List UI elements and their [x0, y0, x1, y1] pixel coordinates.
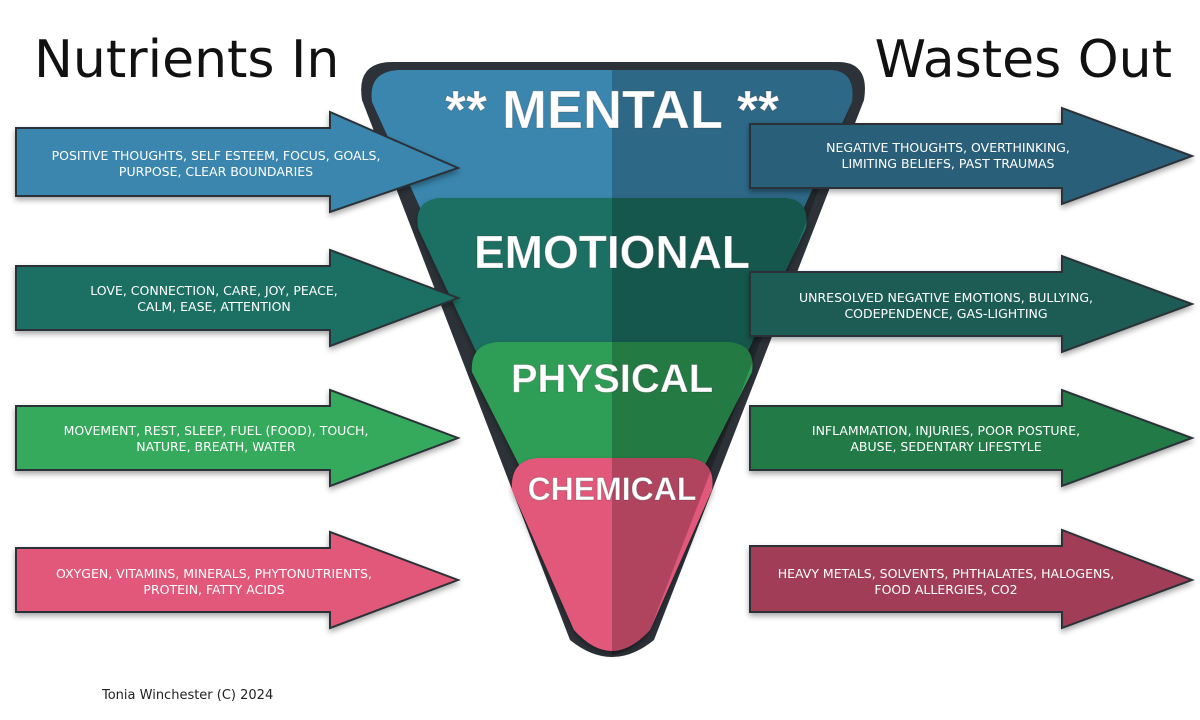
output-arrow-physical: [749, 388, 1195, 488]
output-physical-line1: INFLAMMATION, INJURIES, POOR POSTURE,: [812, 423, 1080, 438]
input-chemical-line1: OXYGEN, VITAMINS, MINERALS, PHYTONUTRIEN…: [56, 566, 372, 581]
output-arrow-emotional: [749, 254, 1195, 354]
funnel-shade-overlay: [612, 70, 853, 655]
output-arrow-chemical: [749, 528, 1195, 630]
wastes-out-heading: Wastes Out: [874, 30, 1172, 90]
output-physical-line2: ABUSE, SEDENTARY LIFESTYLE: [850, 439, 1041, 454]
layer-title-emotional: EMOTIONAL: [474, 226, 750, 278]
output-mental-line2: LIMITING BELIEFS, PAST TRAUMAS: [842, 156, 1055, 171]
input-arrow-emotional: [15, 248, 461, 348]
copyright-credit: Tonia Winchester (C) 2024: [102, 688, 274, 703]
input-emotional-line1: LOVE, CONNECTION, CARE, JOY, PEACE,: [90, 283, 338, 298]
output-arrows: [749, 106, 1195, 630]
input-physical-line2: NATURE, BREATH, WATER: [136, 439, 296, 454]
input-emotional-line2: CALM, EASE, ATTENTION: [137, 299, 291, 314]
input-physical-line1: MOVEMENT, REST, SLEEP, FUEL (FOOD), TOUC…: [64, 423, 369, 438]
output-arrow-mental: [749, 106, 1195, 206]
layer-title-physical: PHYSICAL: [511, 357, 713, 401]
input-arrow-mental: [15, 110, 461, 214]
output-emotional-line1: UNRESOLVED NEGATIVE EMOTIONS, BULLYING,: [799, 290, 1093, 305]
input-chemical-line2: PROTEIN, FATTY ACIDS: [143, 582, 284, 597]
layer-chemical-shape: [511, 458, 713, 651]
input-arrow-chemical: [15, 530, 461, 630]
input-arrows: [15, 110, 461, 630]
nutrients-in-heading: Nutrients In: [34, 30, 340, 90]
output-chemical-line1: HEAVY METALS, SOLVENTS, PHTHALATES, HALO…: [778, 566, 1115, 581]
funnel: [361, 62, 865, 657]
input-arrow-physical: [15, 388, 461, 488]
output-chemical-line2: FOOD ALLERGIES, CO2: [874, 582, 1017, 597]
layer-title-mental: ** MENTAL **: [445, 80, 779, 140]
layer-title-chemical: CHEMICAL: [528, 471, 697, 507]
input-mental-line1: POSITIVE THOUGHTS, SELF ESTEEM, FOCUS, G…: [52, 148, 381, 163]
input-mental-line2: PURPOSE, CLEAR BOUNDARIES: [119, 164, 313, 179]
output-emotional-line2: CODEPENDENCE, GAS-LIGHTING: [844, 306, 1047, 321]
output-mental-line1: NEGATIVE THOUGHTS, OVERTHINKING,: [826, 140, 1070, 155]
